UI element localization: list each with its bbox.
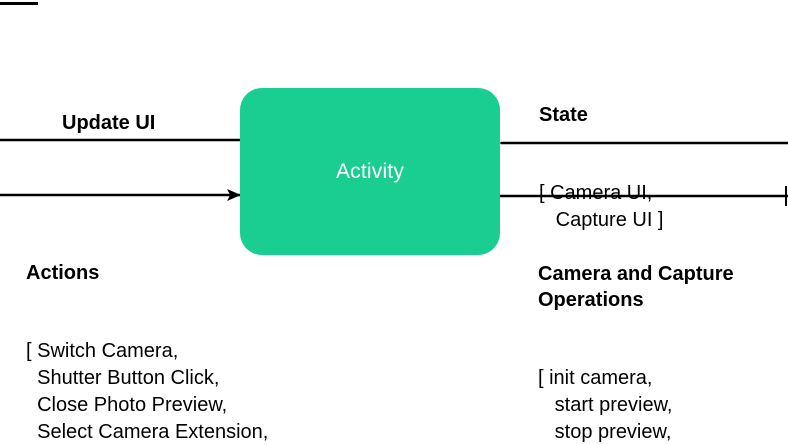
operations-label-group: Camera and Capture Operations [ init cam… [538, 209, 734, 444]
activity-node-label: Activity [335, 159, 405, 183]
actions-label-group: Actions [ Switch Camera, Shutter Button … [26, 208, 268, 444]
state-label-group: State [ Camera UI, Capture UI ] [539, 50, 664, 286]
actions-title: Actions [26, 262, 100, 284]
activity-node[interactable]: Activity [240, 88, 500, 255]
operations-items: [ init camera, start preview, stop previ… [538, 367, 673, 443]
top-left-rule [0, 2, 38, 5]
actions-items: [ Switch Camera, Shutter Button Click, C… [26, 340, 269, 443]
edge-label-update-ui: Update UI [62, 112, 156, 134]
state-items: [ Camera UI, Capture UI ] [539, 182, 664, 231]
operations-title: Camera and Capture Operations [538, 263, 734, 311]
state-title: State [539, 104, 588, 126]
